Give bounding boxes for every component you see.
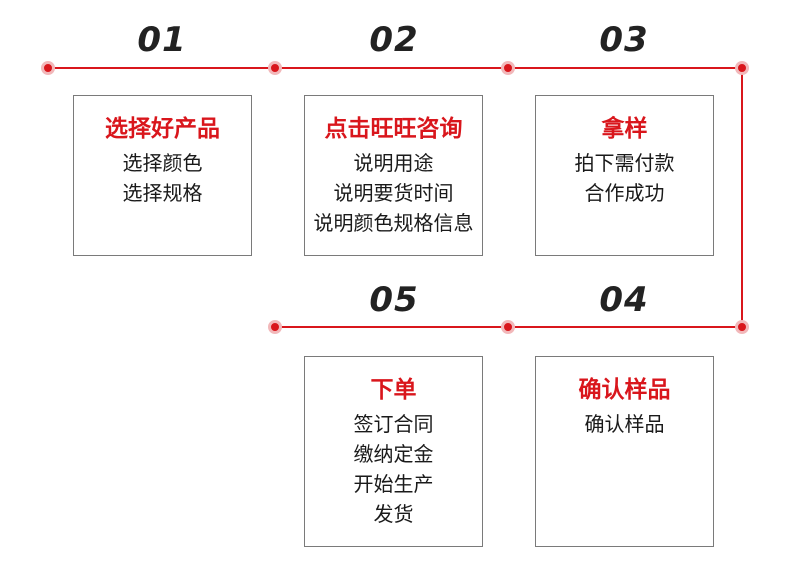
step-number-02: 02 (369, 20, 419, 60)
step-number-03: 03 (599, 20, 649, 60)
step-detail: 说明颜色规格信息 (313, 211, 474, 235)
step-card-02: 点击旺旺咨询 说明用途 说明要货时间 说明颜色规格信息 (304, 95, 483, 256)
connector-node (735, 320, 749, 334)
step-detail: 说明要货时间 (333, 181, 454, 205)
step-title: 点击旺旺咨询 (324, 116, 463, 142)
step-card-01: 选择好产品 选择颜色 选择规格 (73, 95, 252, 256)
step-detail: 选择规格 (122, 181, 203, 205)
step-title: 确认样品 (578, 377, 671, 403)
connector-node (735, 61, 749, 75)
step-detail: 拍下需付款 (574, 151, 675, 175)
step-detail: 确认样品 (584, 412, 665, 436)
step-detail: 合作成功 (584, 181, 665, 205)
step-detail: 发货 (373, 502, 414, 526)
connector-node (501, 320, 515, 334)
step-number-01: 01 (137, 20, 187, 60)
step-card-04: 确认样品 确认样品 (535, 356, 714, 547)
step-title: 拿样 (601, 116, 648, 142)
step-card-05: 下单 签订合同 缴纳定金 开始生产 发货 (304, 356, 483, 547)
step-detail: 说明用途 (353, 151, 434, 175)
step-detail: 缴纳定金 (353, 442, 434, 466)
step-card-03: 拿样 拍下需付款 合作成功 (535, 95, 714, 256)
step-detail: 签订合同 (353, 412, 434, 436)
connector-node (501, 61, 515, 75)
step-title: 选择好产品 (105, 116, 220, 142)
step-detail: 选择颜色 (122, 151, 203, 175)
connector-node (268, 320, 282, 334)
step-number-04: 04 (599, 280, 649, 320)
step-number-05: 05 (369, 280, 419, 320)
connector-node (41, 61, 55, 75)
connector-node (268, 61, 282, 75)
step-title: 下单 (370, 377, 417, 403)
step-detail: 开始生产 (353, 472, 434, 496)
